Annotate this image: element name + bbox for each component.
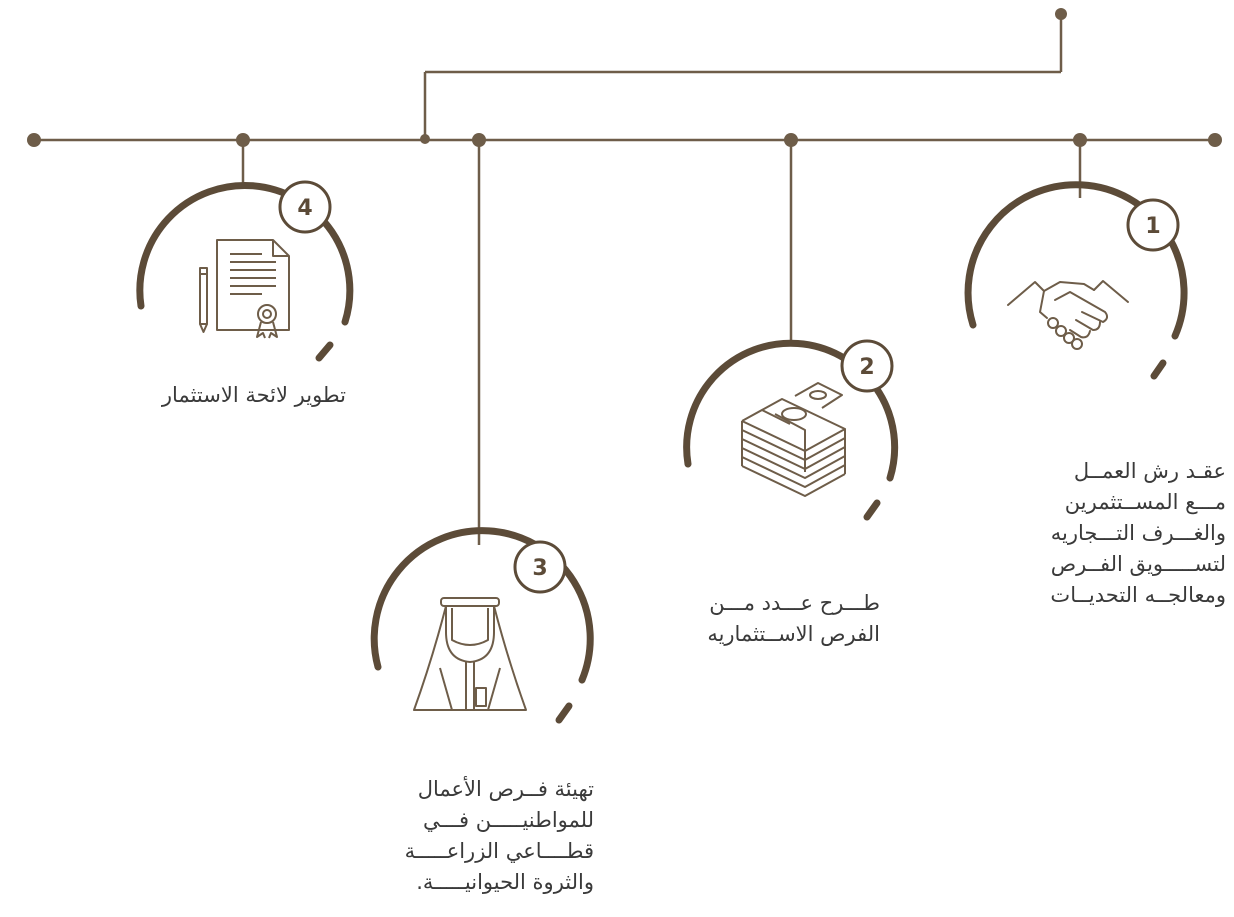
handshake-icon [1007,280,1129,350]
certificate-icon [199,239,290,339]
timeline-end-left [27,133,41,147]
step-2-line: طـــرح عـــدد مـــن [709,591,880,615]
timeline-end-right [1208,133,1222,147]
step-1-arc [964,181,1188,340]
step-4-number: 4 [297,196,312,221]
step-3-tick [555,702,573,724]
step-3-line: تهيئة فــرص الأعمال [417,777,594,801]
timeline-node-2 [784,133,798,147]
citizen-icon [413,597,527,711]
step-1-number: 1 [1145,214,1160,239]
step-3-line: والثروة الحيوانيـــــة. [416,870,594,894]
step-3: 3 [370,527,594,724]
top-node [1055,8,1067,20]
step-4-line: تطوير لائحة الاستثمار [161,383,346,407]
step-1-tick [1150,359,1167,380]
step-4-badge: 4 [278,180,332,234]
step-2-arc [683,339,899,482]
step-1-line: لتســـــويق الفــرص [1050,552,1226,576]
timeline-node-3 [472,133,486,147]
step-2-badge: 2 [840,339,894,393]
top-connector [423,14,1063,139]
step-4-text: تطوير لائحة الاستثمار [106,380,346,411]
step-2-text: طـــرح عـــدد مـــن الفرص الاســتثماريه [650,588,880,650]
step-4-arc [136,182,354,326]
step-2-tick [863,499,881,521]
step-1-line: والغـــرف التـــجاريه [1050,521,1226,545]
step-2: 2 [683,339,899,521]
timeline-node-4 [236,133,250,147]
step-3-text: تهيئة فــرص الأعمال للمواطنيـــــن فـــي… [354,774,594,898]
money-stack-icon [741,382,846,497]
step-1-line: عقـد رش العمــل [1073,459,1226,483]
step-1-text: عقـد رش العمــل مـــع المســتثمرين والغـ… [976,456,1226,611]
step-3-number: 3 [532,556,547,581]
step-2-number: 2 [859,355,874,380]
step-3-line: قطــــاعي الزراعـــــة [404,839,594,863]
step-4-tick [315,341,334,362]
step-1-badge: 1 [1126,198,1180,252]
step-1: 1 [964,181,1188,380]
step-1-line: ومعالجــه التحديــات [1050,583,1226,607]
timeline-node-1 [1073,133,1087,147]
step-3-line: للمواطنيـــــن فـــي [423,808,594,832]
step-3-badge: 3 [513,540,567,594]
step-4: 4 [136,180,354,362]
step-1-line: مـــع المســتثمرين [1064,490,1226,514]
step-3-arc [370,527,594,684]
step-2-line: الفرص الاســتثماريه [707,622,880,646]
